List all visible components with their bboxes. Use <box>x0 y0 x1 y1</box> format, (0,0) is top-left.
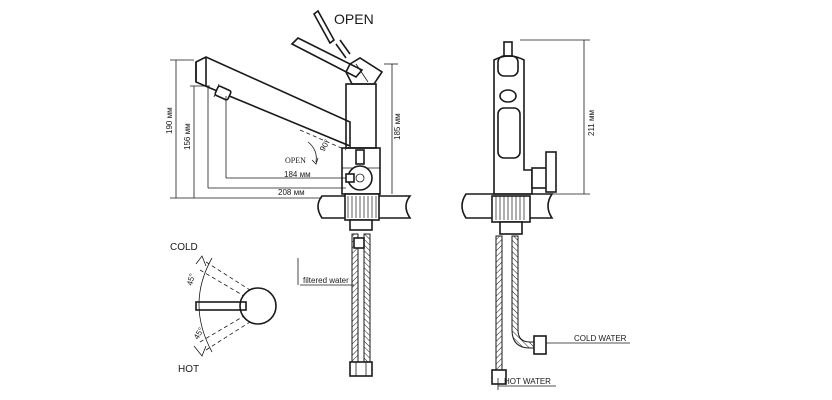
side-view <box>170 9 412 377</box>
countertop-side <box>317 193 412 231</box>
countertop-front <box>461 193 554 235</box>
cold-water-label: COLD WATER <box>574 334 627 343</box>
cold-label: COLD <box>170 242 198 253</box>
dim-208-label: 208 мм <box>278 188 305 197</box>
front-hoses <box>491 235 630 390</box>
hot-water-label: HOT WATER <box>504 377 551 386</box>
open-label-large: OPEN <box>334 11 374 27</box>
angle-45-top-label: 45° <box>185 272 197 286</box>
front-view <box>461 39 630 390</box>
dim-156-label: 156 мм <box>183 123 192 150</box>
dim-190-label: 190 мм <box>165 107 174 134</box>
dim-185-label: 185 мм <box>393 113 402 140</box>
dim-184-label: 184 мм <box>284 170 311 179</box>
angle-45-bottom-label: 45° <box>192 326 206 341</box>
faucet-body <box>341 83 381 195</box>
side-dimensions <box>170 59 398 199</box>
side-hoses <box>349 233 373 377</box>
spout <box>195 56 351 148</box>
hot-label: HOT <box>178 364 199 375</box>
open-label-small: OPEN <box>285 156 306 165</box>
filtered-water-leader <box>297 258 354 286</box>
angle-90-label: 90° <box>318 138 332 153</box>
filtered-water-label: filtered water <box>303 276 349 285</box>
top-view-handle <box>193 255 277 357</box>
front-dimensions <box>520 39 590 195</box>
front-body <box>493 41 557 195</box>
open-arrow <box>312 9 351 59</box>
dim-211-label: 211 мм <box>587 110 596 136</box>
